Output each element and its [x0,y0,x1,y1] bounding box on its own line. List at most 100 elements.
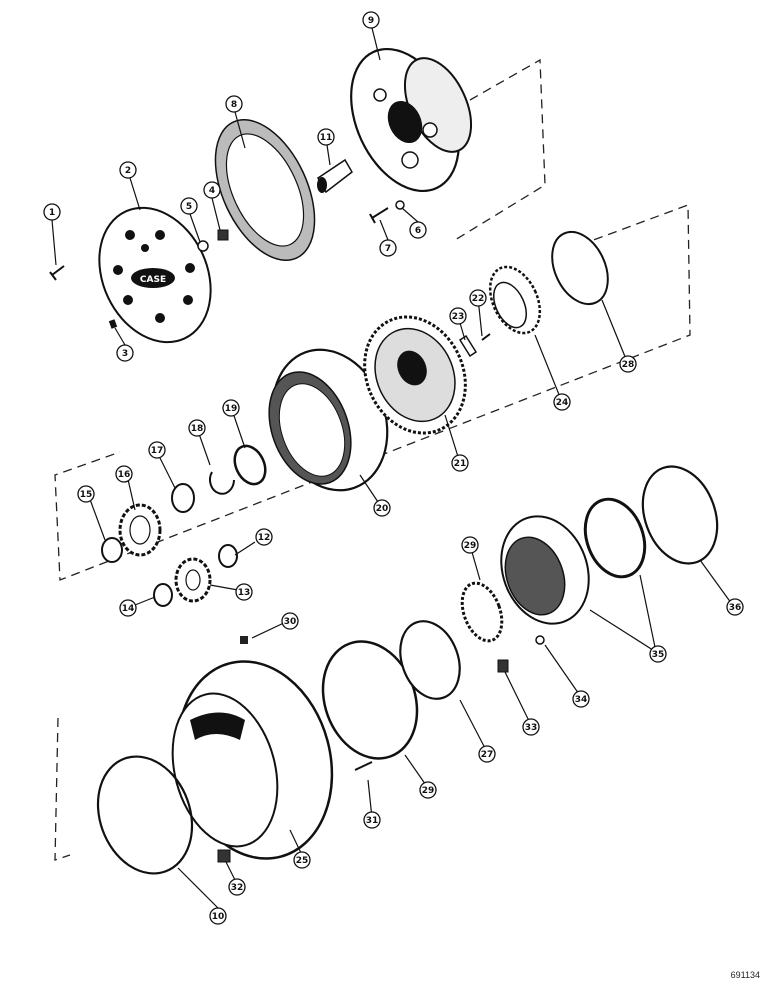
callout-21: 21 [451,454,469,472]
callout-34: 34 [572,690,590,708]
svg-text:2: 2 [125,166,131,176]
o-ring-36 [641,465,719,565]
o-ring-10 [96,755,194,875]
svg-text:8: 8 [231,100,237,110]
svg-text:11: 11 [320,133,333,143]
group-outline-middle [54,204,691,581]
callout-22: 22 [469,289,487,307]
bolt-1 [49,265,65,281]
svg-text:20: 20 [376,504,389,514]
planet-carrier-hub [350,47,473,193]
svg-text:1: 1 [49,208,55,218]
bolt-22 [481,333,491,341]
svg-text:32: 32 [231,883,244,893]
callout-24: 24 [553,393,571,411]
svg-text:5: 5 [186,202,192,212]
svg-text:7: 7 [385,244,391,254]
washer-5 [197,240,209,252]
ring-gear [268,348,389,492]
svg-text:17: 17 [151,446,164,456]
bearing-cup-27 [399,620,461,700]
bearing-cone [488,265,542,335]
callout-8: 8 [225,95,243,113]
washer-12 [218,544,238,568]
svg-text:28: 28 [622,360,635,370]
svg-text:3: 3 [122,349,128,359]
callout-19: 19 [222,399,240,417]
callout-4: 4 [203,181,221,199]
cover-plate [98,206,212,344]
svg-text:4: 4 [209,186,215,196]
callout-13: 13 [235,583,253,601]
callout-29: 29 [461,536,479,554]
svg-text:24: 24 [556,398,569,408]
svg-text:33: 33 [525,723,538,733]
svg-text:29: 29 [422,786,435,796]
callout-28: 28 [619,355,637,373]
svg-text:6: 6 [415,226,421,236]
callout-23: 23 [449,307,467,325]
callout-20: 20 [373,499,391,517]
callout-29b: 29 [419,781,437,799]
lock-plate-23 [458,334,478,358]
callout-33: 33 [522,718,540,736]
callout-14: 14 [119,599,137,617]
callout-27: 27 [478,745,496,763]
callout-9: 9 [362,11,380,29]
bolt-31 [354,761,373,771]
callout-5: 5 [180,197,198,215]
callout-32: 32 [228,878,246,896]
svg-text:23: 23 [452,312,465,322]
svg-text:12: 12 [258,533,271,543]
svg-text:30: 30 [284,617,297,627]
plug-32 [217,849,231,863]
bearing-cup [551,230,609,306]
lockwasher-6 [395,200,405,210]
svg-text:9: 9 [368,16,374,26]
svg-text:25: 25 [296,856,309,866]
callout-3: 3 [116,344,134,362]
sun-gear [118,503,162,557]
callout-18: 18 [188,419,206,437]
callout-10: 10 [209,907,227,925]
callout-35: 35 [649,645,667,663]
callout-25: 25 [293,851,311,869]
wheel-hub-housing [171,660,334,860]
plug-33 [497,659,509,673]
group-outline-top [454,58,546,241]
callout-30: 30 [281,612,299,630]
planet-gear [174,557,212,603]
callout-17: 17 [148,441,166,459]
svg-text:29: 29 [464,541,477,551]
washer-14 [153,583,173,607]
setscrew-3 [108,319,118,329]
callout-7: 7 [379,239,397,257]
callout-15: 15 [77,485,95,503]
drive-gear-carrier [363,315,467,435]
svg-text:16: 16 [118,470,131,480]
callout-2: 2 [119,161,137,179]
washer-34 [535,635,545,645]
callout-11: 11 [317,128,335,146]
svg-text:10: 10 [212,912,225,922]
seal-housing [500,515,590,625]
figure-reference: 691134 [731,970,760,980]
svg-text:35: 35 [652,650,665,660]
bearing-cone-28 [460,581,504,643]
svg-text:22: 22 [472,294,485,304]
snap-ring [209,471,235,495]
pin-shaft [317,158,353,194]
callout-31: 31 [363,811,381,829]
svg-text:13: 13 [238,588,251,598]
friction-disc [214,118,316,262]
callout-6: 6 [409,221,427,239]
callout-16: 16 [115,465,133,483]
svg-text:15: 15 [80,490,93,500]
plug-30 [240,636,248,644]
svg-text:34: 34 [575,695,588,705]
callout-36: 36 [726,598,744,616]
svg-text:27: 27 [481,750,494,760]
bushing [233,444,267,486]
